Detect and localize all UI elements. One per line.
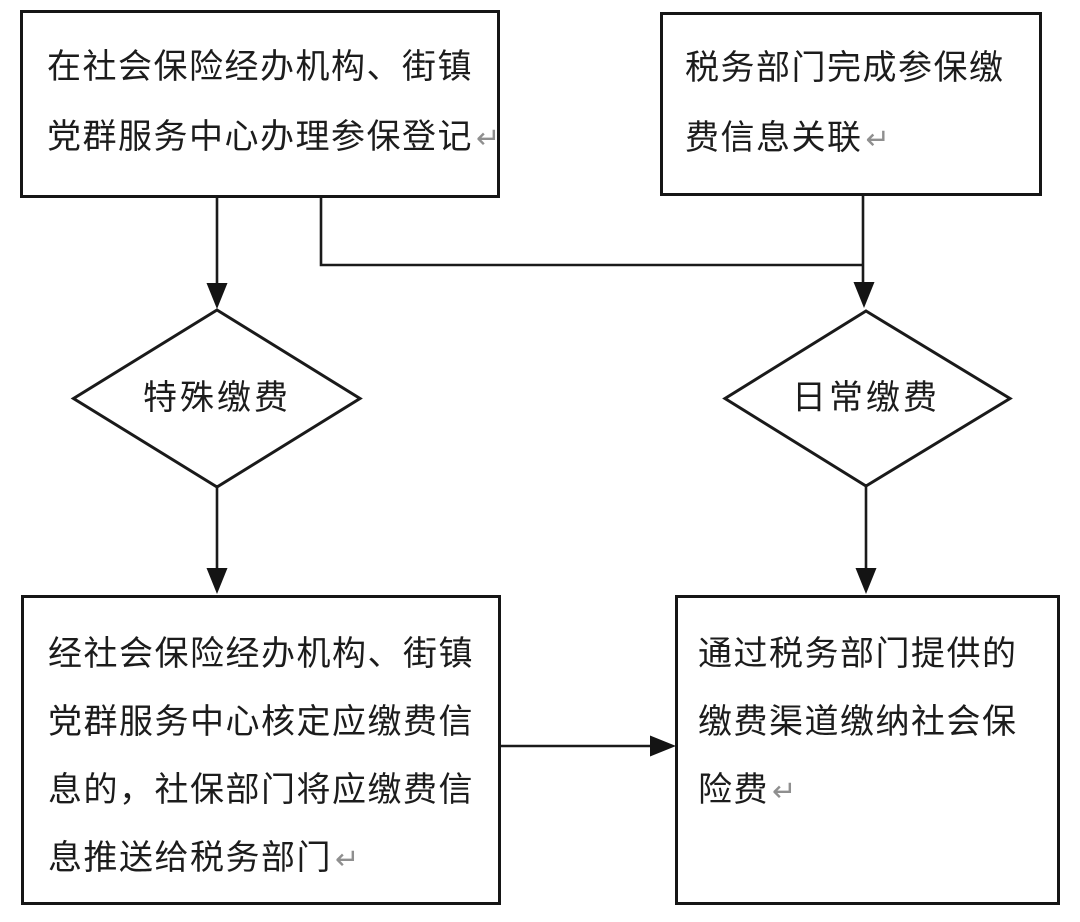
- text-line-content: 通过税务部门提供的: [698, 635, 1018, 673]
- text-line: 险费↵: [698, 756, 1057, 824]
- text-line: 党群服务中心核定应缴费信: [48, 688, 498, 756]
- text-line: 息的，社保部门将应缴费信: [48, 756, 498, 824]
- text-line: 党群服务中心办理参保登记↵: [47, 102, 501, 172]
- text-line-content: 党群服务中心办理参保登记: [47, 118, 473, 156]
- paragraph-return-mark: ↵: [865, 124, 890, 156]
- text-line: 通过税务部门提供的: [698, 620, 1057, 688]
- text-line-content: 在社会保险经办机构、街镇: [47, 48, 473, 86]
- text-line-content: 费信息关联: [685, 119, 863, 157]
- process-box-tax-link: 税务部门完成参保缴 费信息关联↵: [660, 12, 1042, 196]
- text-line-content: 险费: [698, 771, 769, 809]
- arrowhead-right-paychannel: [650, 735, 676, 757]
- text-line-content: 税务部门完成参保缴: [685, 49, 1005, 87]
- text-line-content: 息推送给税务部门: [48, 839, 332, 877]
- decision-label-daily: 日常缴费: [792, 379, 940, 417]
- text-line-content: 缴费渠道缴纳社会保: [698, 703, 1018, 741]
- decision-label-special: 特殊缴费: [143, 379, 291, 417]
- arrowhead-down-daily: [853, 282, 875, 308]
- text-line: 在社会保险经办机构、街镇: [47, 32, 497, 102]
- text-line-content: 党群服务中心核定应缴费信: [48, 703, 474, 741]
- text-line: 缴费渠道缴纳社会保: [698, 688, 1057, 756]
- process-box-verify-push: 经社会保险经办机构、街镇 党群服务中心核定应缴费信 息的，社保部门将应缴费信 息…: [21, 595, 501, 905]
- paragraph-return-mark: ↵: [772, 776, 797, 808]
- connector-register-elbow-to-daily: [319, 196, 863, 267]
- text-line: 息推送给税务部门↵: [48, 824, 498, 892]
- text-line: 费信息关联↵: [685, 103, 1039, 173]
- text-line: 税务部门完成参保缴: [685, 33, 1039, 103]
- process-box-register: 在社会保险经办机构、街镇 党群服务中心办理参保登记↵: [20, 10, 500, 198]
- text-line: 经社会保险经办机构、街镇: [48, 620, 498, 688]
- arrowhead-down-verifypush: [206, 568, 228, 594]
- arrowhead-down-paychannel: [855, 568, 877, 594]
- arrowhead-down-special: [206, 283, 228, 309]
- text-line-content: 经社会保险经办机构、街镇: [48, 635, 474, 673]
- process-box-pay-channel: 通过税务部门提供的 缴费渠道缴纳社会保 险费↵: [675, 595, 1060, 905]
- paragraph-return-mark: ↵: [335, 844, 360, 876]
- paragraph-return-mark: ↵: [476, 123, 501, 155]
- text-line-content: 息的，社保部门将应缴费信: [48, 771, 474, 809]
